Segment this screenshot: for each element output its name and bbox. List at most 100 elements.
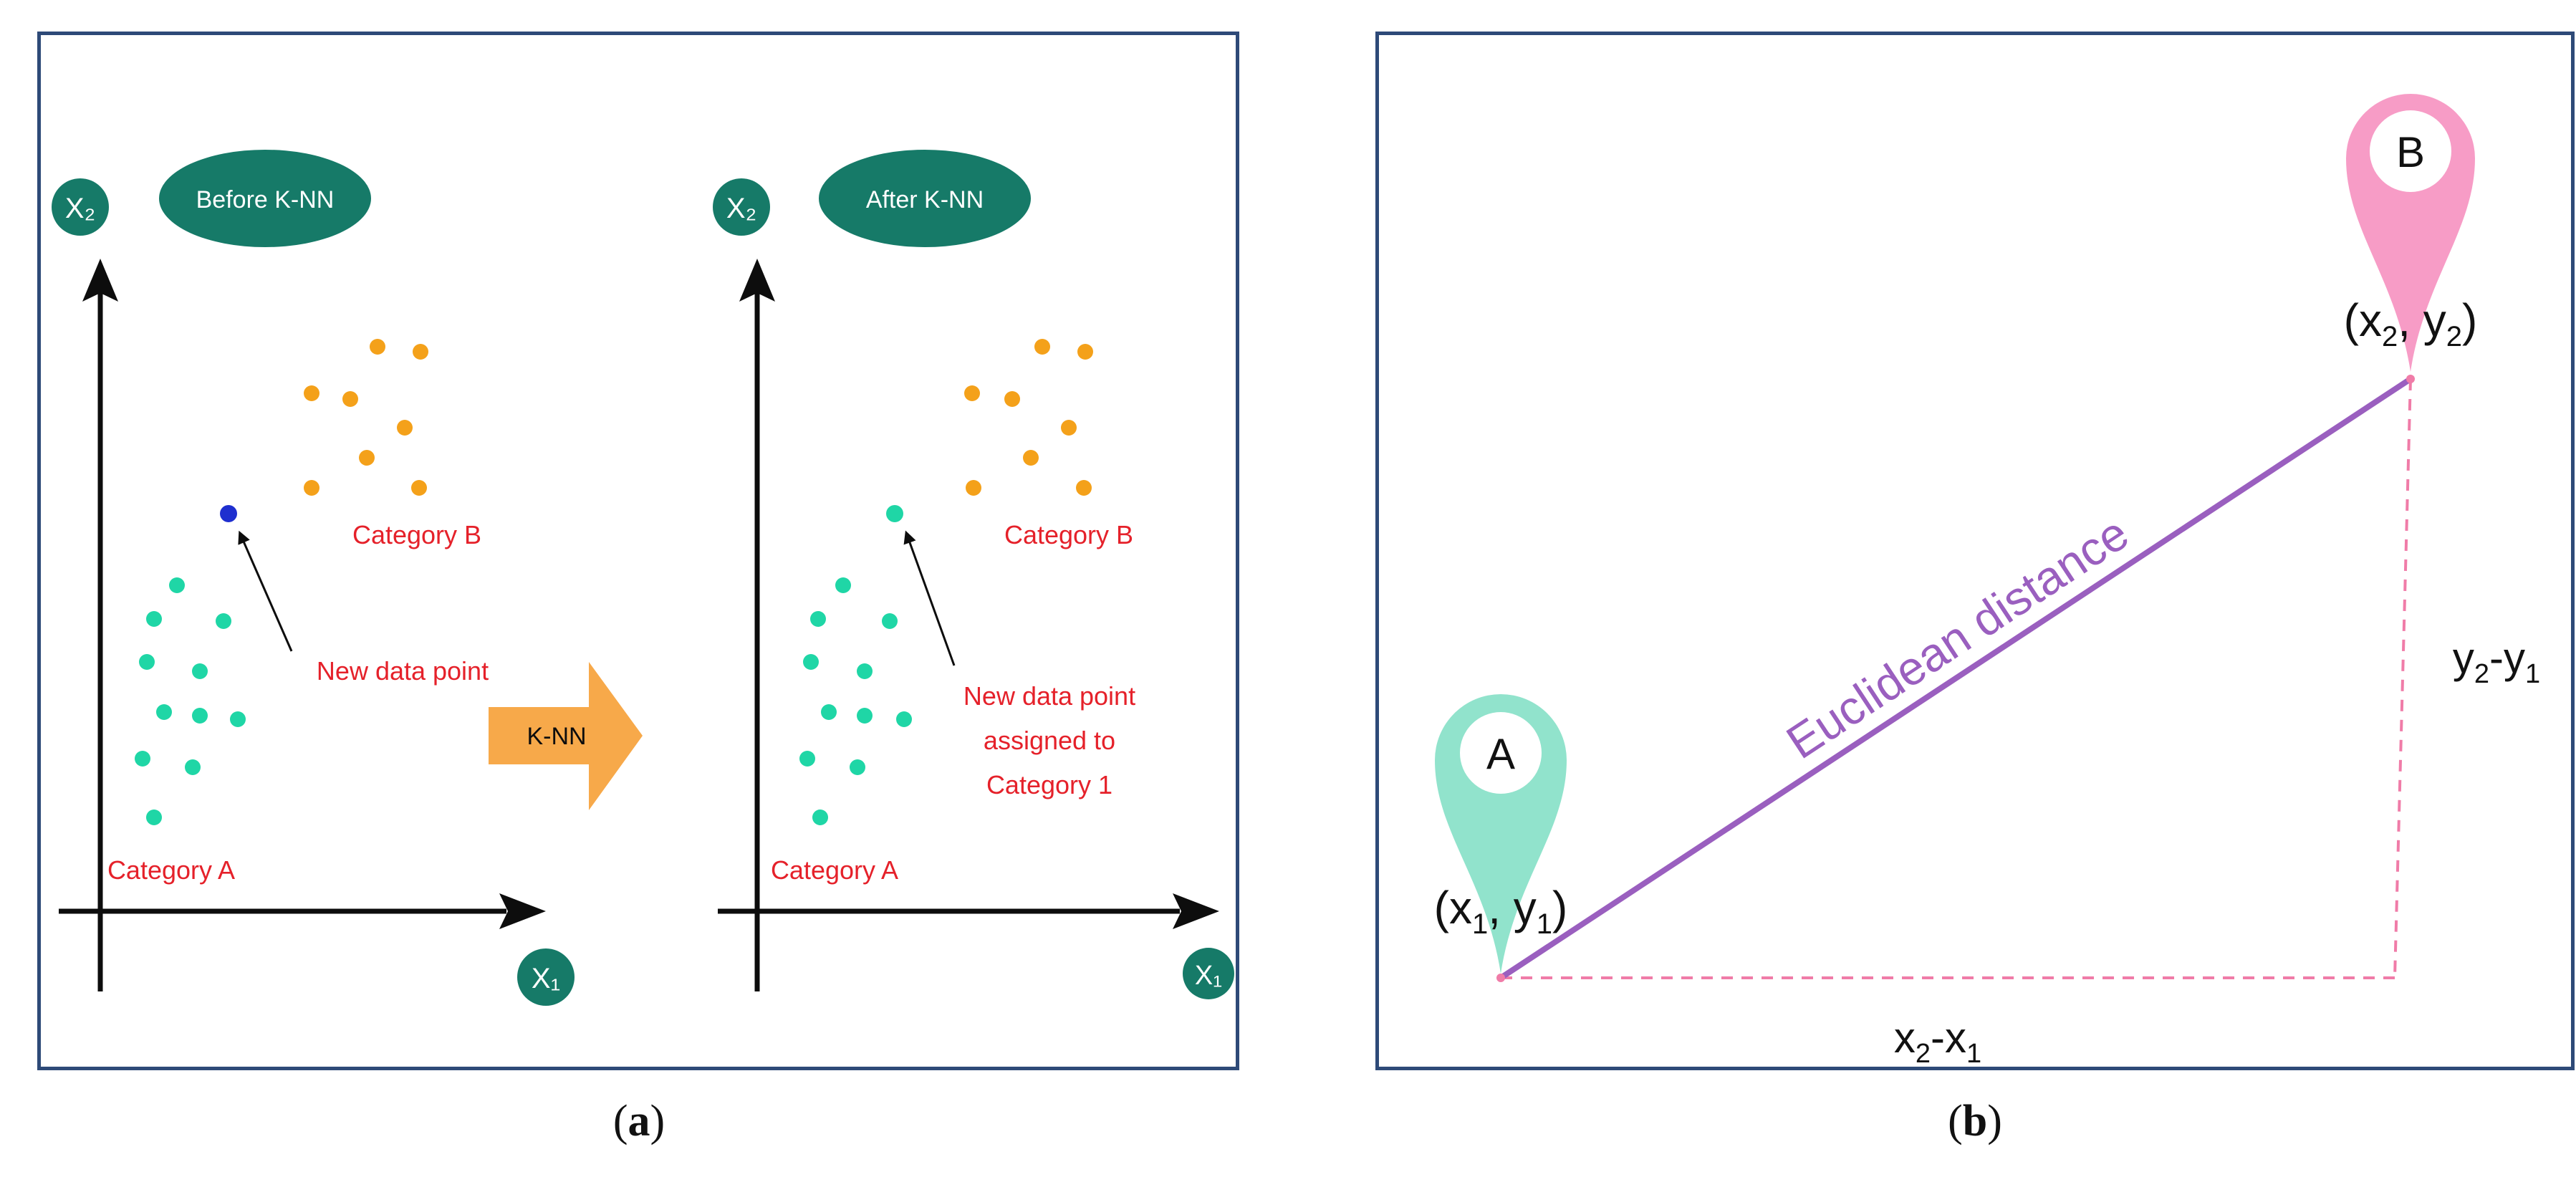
category-b-point xyxy=(304,480,319,496)
caption-b-letter: b xyxy=(1962,1097,1988,1145)
dx-b-subscript: 1 xyxy=(1966,1039,1981,1067)
after-knn-plot: X₂ X₁ After K-NN Category B New data poi… xyxy=(713,150,1234,999)
category-b-point xyxy=(304,385,319,401)
left-x1-axis-label: X₁ xyxy=(532,963,560,994)
category-a-point xyxy=(169,577,185,593)
pin-a-letter: A xyxy=(1486,730,1515,778)
category-a-point xyxy=(230,711,246,727)
category-a-point xyxy=(146,810,162,825)
point-b xyxy=(2406,375,2415,383)
dx-a: x xyxy=(1894,1014,1916,1062)
knn-arrow-label: K-NN xyxy=(527,723,586,750)
new-data-point-unclassified xyxy=(220,505,237,522)
new-data-point-pointer xyxy=(903,530,956,666)
vertical-difference-label: y2-y1 xyxy=(2453,634,2540,689)
horizontal-difference-label: x2-x1 xyxy=(1894,1014,1981,1067)
category-a-point xyxy=(803,654,819,670)
category-b-point xyxy=(1034,339,1050,355)
category-a-point xyxy=(810,611,826,627)
dy-a: y xyxy=(2453,634,2474,682)
right-x2-axis-badge xyxy=(713,178,770,236)
left-x-axis-arrowhead xyxy=(499,893,546,929)
category-a-point xyxy=(821,704,837,720)
left-x1-axis-badge xyxy=(517,948,575,1006)
right-x2-axis-label: X₂ xyxy=(726,193,756,224)
left-x2-axis-badge xyxy=(52,178,109,236)
before-knn-badge xyxy=(159,150,371,247)
category-a-point xyxy=(850,759,865,775)
category-a-point xyxy=(882,613,898,629)
pin-b-letter: B xyxy=(2396,128,2425,176)
category-a-point xyxy=(799,751,815,767)
category-b-point xyxy=(413,344,428,360)
dy-b-subscript: 1 xyxy=(2525,659,2540,689)
dy-a-subscript: 2 xyxy=(2474,659,2489,689)
before-knn-badge-label: Before K-NN xyxy=(196,186,335,213)
category-b-point xyxy=(342,391,358,407)
left-y-axis-arrowhead xyxy=(82,259,118,302)
category-a-point xyxy=(192,708,208,724)
new-data-point-assigned-line2: assigned to xyxy=(984,726,1115,755)
point-b-x-subscript: 2 xyxy=(2382,321,2398,352)
category-b-point xyxy=(359,450,375,466)
category-b-point xyxy=(370,339,385,355)
right-x-axis-arrowhead xyxy=(1173,893,1219,929)
knn-transition-arrow: K-NN xyxy=(489,662,643,810)
category-a-point xyxy=(812,810,828,825)
right-x1-axis-label: X₁ xyxy=(1195,961,1222,991)
new-data-point-assigned-line1: New data point xyxy=(963,681,1135,711)
right-x1-axis-badge xyxy=(1183,948,1234,999)
dx-a-subscript: 2 xyxy=(1916,1039,1931,1067)
category-b-point xyxy=(1004,391,1020,407)
point-b-coordinates: (x2, y2) xyxy=(2344,294,2478,352)
category-b-point xyxy=(1076,480,1092,496)
new-data-point-assigned-line3: Category 1 xyxy=(986,770,1112,799)
pin-b-marker: B xyxy=(2346,94,2475,372)
point-a-coordinates: (x1, y1) xyxy=(1434,882,1568,940)
point-b-x: x xyxy=(2359,294,2382,346)
category-a-point xyxy=(857,663,873,679)
category-a-point xyxy=(192,663,208,679)
new-data-point-pointer xyxy=(238,530,293,652)
point-a-x-subscript: 1 xyxy=(1472,908,1488,940)
category-b-label: Category B xyxy=(1004,520,1133,549)
pin-a-hole xyxy=(1460,712,1542,794)
category-b-point xyxy=(966,480,981,496)
category-a-label: Category A xyxy=(771,855,898,885)
category-a-point xyxy=(146,611,162,627)
caption-a-letter: a xyxy=(628,1097,650,1145)
euclidean-distance-label: Euclidean distance xyxy=(1777,506,2138,769)
pin-a-marker: A xyxy=(1435,694,1567,974)
point-b-y: y xyxy=(2423,294,2446,346)
caption-a: (a) xyxy=(612,1097,665,1145)
before-knn-plot: X₂ X₁ Before K-NN Category B New data po… xyxy=(52,150,575,1006)
point-a-y-subscript: 1 xyxy=(1537,908,1552,940)
knn-arrow-shape xyxy=(489,662,643,810)
new-data-point-classified xyxy=(886,505,903,522)
euclidean-diagram-svg: Euclidean distance A B (x1, y1) (x2, y2)… xyxy=(1434,94,2540,1067)
category-a-point xyxy=(135,751,150,767)
category-a-point xyxy=(835,577,851,593)
category-a-point xyxy=(857,708,873,724)
vertical-leg-dashed xyxy=(2393,378,2412,979)
after-knn-badge xyxy=(819,150,1031,247)
knn-classification-panel: X₂ X₁ Before K-NN Category B New data po… xyxy=(37,32,1239,1070)
euclidean-distance-line xyxy=(1499,376,2413,981)
category-a-point xyxy=(139,654,155,670)
category-a-label: Category A xyxy=(107,855,235,885)
category-b-point xyxy=(397,420,413,436)
dy-b: y xyxy=(2504,634,2525,682)
after-knn-badge-label: After K-NN xyxy=(866,186,984,213)
dx-b: x xyxy=(1945,1014,1966,1062)
left-x2-axis-label: X₂ xyxy=(65,193,95,224)
point-a-y: y xyxy=(1514,882,1537,933)
right-y-axis-arrowhead xyxy=(739,259,775,302)
knn-diagram-svg: X₂ X₁ Before K-NN Category B New data po… xyxy=(52,150,1234,1006)
category-b-point xyxy=(411,480,427,496)
new-data-point-label: New data point xyxy=(317,656,489,686)
category-a-point xyxy=(156,704,172,720)
point-a-x: x xyxy=(1449,882,1472,933)
point-a xyxy=(1496,974,1505,982)
category-a-point xyxy=(896,711,912,727)
category-a-point xyxy=(185,759,201,775)
